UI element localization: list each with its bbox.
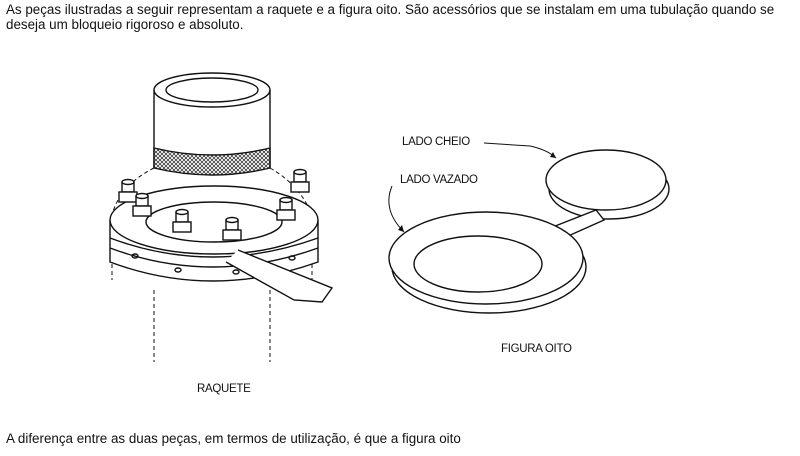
- lado-vazado-label: LADO VAZADO: [400, 174, 478, 186]
- figura-oito-drawing: [388, 142, 670, 314]
- bolts: [118, 168, 310, 241]
- figura-oito-caption: FIGURA OITO: [501, 343, 572, 355]
- raquete-caption: RAQUETE: [197, 383, 251, 395]
- question-text: A diferença entre as duas peças, em term…: [6, 431, 461, 446]
- intro-paragraph: As peças ilustradas a seguir representam…: [6, 2, 775, 32]
- lado-vazado-leader: [388, 185, 405, 233]
- lado-cheio-leader: [483, 142, 557, 159]
- lado-cheio-label: LADO CHEIO: [402, 136, 470, 148]
- raquete-handle: [225, 249, 334, 303]
- lado-cheio-disc: [545, 149, 667, 211]
- raquete-drawing: [109, 72, 334, 362]
- weld-band: [153, 147, 271, 176]
